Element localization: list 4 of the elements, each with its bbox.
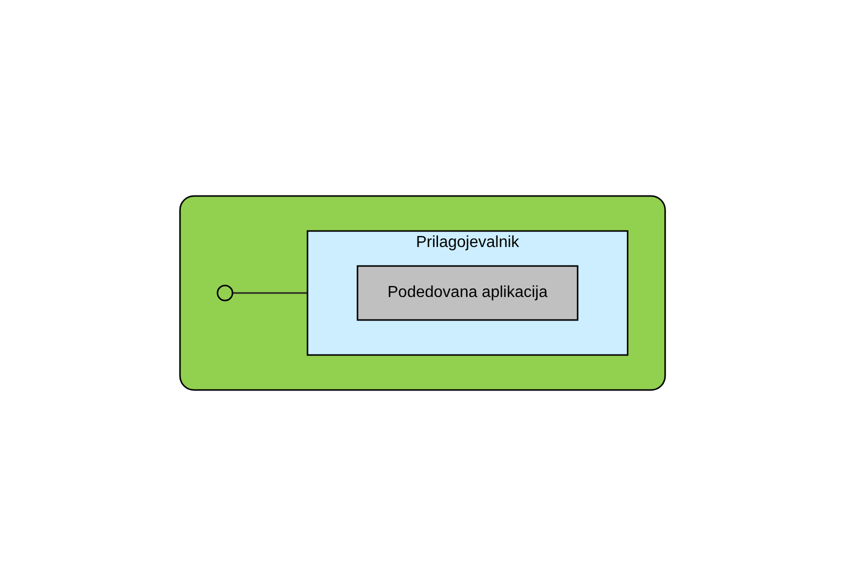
cluster xyxy=(180,195,666,391)
connector xyxy=(232,292,308,294)
node-box: Podedovana aplikacija xyxy=(357,265,579,321)
node-circle xyxy=(217,284,234,302)
